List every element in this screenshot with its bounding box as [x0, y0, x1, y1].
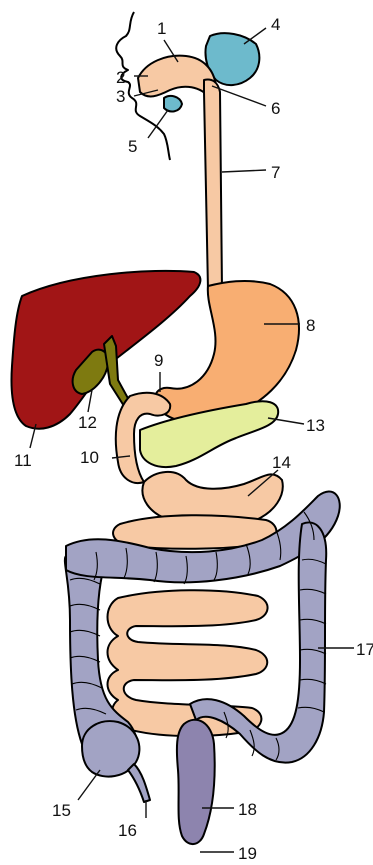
- label-3: 3: [116, 87, 125, 106]
- label-1: 1: [157, 19, 166, 38]
- label-10: 10: [80, 448, 99, 467]
- sublingual-gland: [164, 96, 182, 111]
- appendix: [128, 764, 150, 802]
- rectum: [177, 720, 215, 844]
- label-7: 7: [271, 163, 280, 182]
- label-16: 16: [118, 821, 137, 840]
- esophagus: [204, 80, 222, 291]
- label-18: 18: [238, 800, 257, 819]
- label-5: 5: [128, 137, 137, 156]
- label-13: 13: [306, 416, 325, 435]
- label-6: 6: [271, 99, 280, 118]
- label-12: 12: [78, 413, 97, 432]
- label-17: 17: [356, 640, 373, 659]
- label-11: 11: [14, 451, 32, 470]
- label-14: 14: [272, 453, 291, 472]
- small-intestine-coils: [108, 590, 268, 736]
- label-4: 4: [271, 15, 280, 34]
- label-8: 8: [306, 316, 315, 335]
- label-2: 2: [116, 68, 125, 87]
- label-15: 15: [52, 801, 71, 820]
- label-9: 9: [154, 351, 163, 370]
- label-19: 19: [238, 844, 257, 863]
